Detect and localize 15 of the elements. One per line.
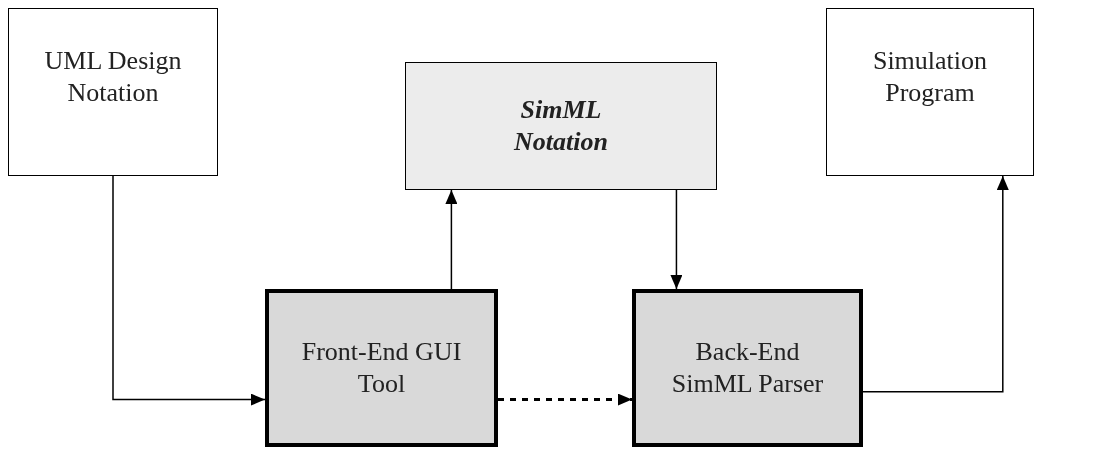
node-label: Back-End SimML Parser (670, 336, 825, 400)
process-box (826, 8, 1034, 176)
arrow (862, 175, 1009, 393)
arrow (445, 189, 458, 290)
process-box (632, 289, 863, 447)
arrow (112, 175, 266, 406)
arrow (498, 393, 632, 406)
process-box (405, 62, 717, 190)
node-label: Simulation Program (871, 45, 989, 109)
arrow (670, 189, 683, 290)
process-box (265, 289, 498, 447)
node-label: Front-End GUI Tool (300, 336, 463, 400)
process-box (8, 8, 218, 176)
node-label: SimML Notation (512, 94, 609, 158)
node-label: UML Design Notation (43, 45, 183, 109)
